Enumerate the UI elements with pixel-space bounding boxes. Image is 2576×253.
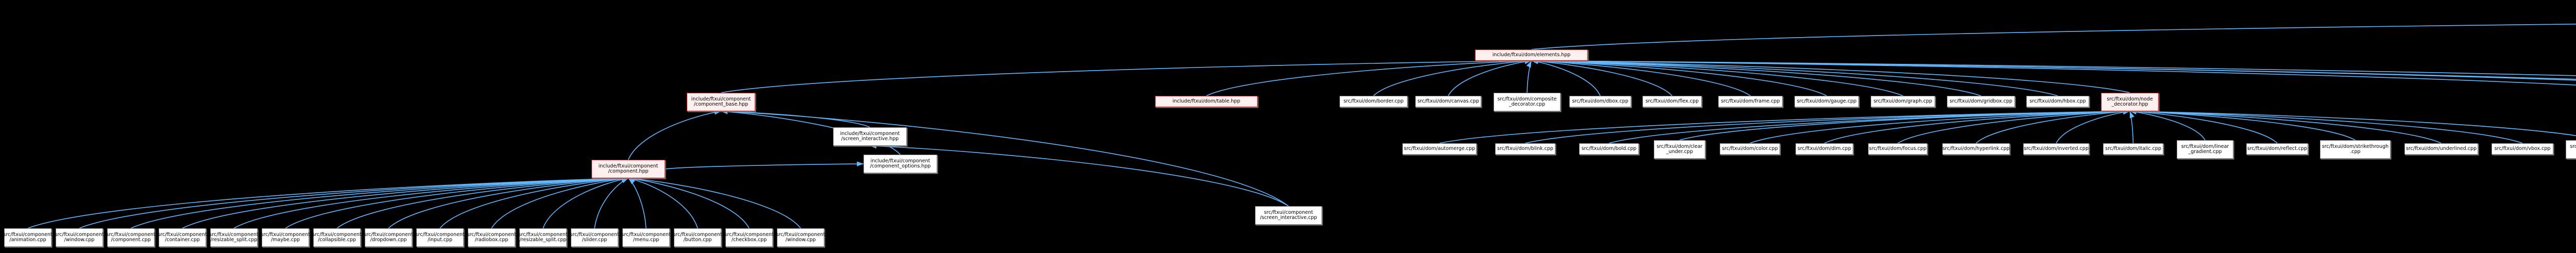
- graph-node-table-hpp[interactable]: include/ftxui/dom/table.hpp: [1155, 96, 1258, 107]
- graph-node-button-cpp[interactable]: src/ftxui/component /button.cpp: [673, 228, 722, 247]
- graph-node-window2-cpp[interactable]: src/ftxui/component /window.cpp: [776, 228, 825, 247]
- graph-edge: [1975, 109, 2130, 144]
- graph-edge: [79, 176, 629, 229]
- graph-node-dropdown-cpp[interactable]: src/ftxui/component /dropdown.cpp: [364, 228, 413, 247]
- graph-node-animation-cpp[interactable]: src/ftxui/component /animation.cpp: [3, 228, 53, 247]
- graph-node-blink-cpp[interactable]: src/ftxui/dom/blink.cpp: [1495, 143, 1555, 155]
- graph-edge: [388, 176, 629, 229]
- graph-node-screen-interactive-hpp[interactable]: include/ftxui/component /screen_interact…: [833, 127, 907, 146]
- graph-edge: [1531, 59, 1601, 96]
- graph-edge: [1679, 109, 2130, 141]
- graph-node-strikethrough-cpp[interactable]: src/ftxui/dom/strikethrough .cpp: [2320, 140, 2391, 159]
- graph-edge: [2129, 109, 2576, 137]
- graph-edge: [721, 58, 1532, 93]
- graph-edge: [870, 143, 1289, 207]
- graph-node-inverted-cpp[interactable]: src/ftxui/dom/inverted.cpp: [2023, 143, 2089, 155]
- graph-node-composite-decorator-cpp[interactable]: src/ftxui/dom/composite _decorator.cpp: [1494, 93, 1561, 111]
- graph-edge: [1531, 59, 1673, 96]
- graph-node-gauge-cpp[interactable]: src/ftxui/dom/gauge.cpp: [1794, 96, 1859, 107]
- graph-node-linear-gradient-cpp[interactable]: src/ftxui/dom/linear _gradient.cpp: [2177, 140, 2233, 159]
- graph-node-slider-cpp[interactable]: src/ftxui/component /slider.cpp: [570, 228, 619, 247]
- graph-node-focus-cpp[interactable]: src/ftxui/dom/focus.cpp: [1868, 143, 1927, 155]
- graph-node-radiobox-cpp[interactable]: src/ftxui/component /radiobox.cpp: [467, 228, 516, 247]
- graph-edge: [1531, 23, 2576, 50]
- graph-node-automerge-cpp[interactable]: src/ftxui/dom/automerge.cpp: [1402, 143, 1477, 155]
- graph-node-resizable-split-cpp[interactable]: src/ftxui/component /resizable_split.cpp: [209, 228, 259, 247]
- graph-node-collapsible-cpp[interactable]: src/ftxui/component /collapsible.cpp: [312, 228, 362, 247]
- graph-edge: [1373, 59, 1532, 96]
- graph-edge: [1531, 58, 1903, 96]
- graph-edge: [285, 176, 629, 229]
- graph-node-frame-cpp[interactable]: src/ftxui/dom/frame.cpp: [1718, 96, 1783, 107]
- graph-node-node-decorator-hpp[interactable]: src/ftxui/dom/node _decorator.hpp: [2101, 93, 2159, 111]
- graph-edge: [628, 110, 721, 160]
- graph-node-dim-cpp[interactable]: src/ftxui/dom/dim.cpp: [1795, 143, 1853, 155]
- graph-node-component-options-hpp[interactable]: include/ftxui/component /component_optio…: [863, 155, 937, 173]
- graph-edge: [1448, 59, 1532, 96]
- graph-edge: [2129, 109, 2442, 144]
- graph-node-flex-cpp[interactable]: src/ftxui/dom/flex.cpp: [1642, 96, 1702, 107]
- graph-edge: [1531, 58, 1827, 96]
- graph-edge: [2129, 109, 2206, 141]
- graph-node-input-cpp[interactable]: src/ftxui/component /input.cpp: [415, 228, 465, 247]
- graph-node-underlined-cpp[interactable]: src/ftxui/dom/underlined.cpp: [2404, 143, 2478, 155]
- graph-edge: [2129, 109, 2278, 144]
- graph-edge: [233, 176, 629, 229]
- graph-node-clear-under-cpp[interactable]: src/ftxui/dom/clear _under.cpp: [1654, 140, 1705, 159]
- graph-edge: [721, 109, 1289, 207]
- graph-node-component-cpp[interactable]: src/ftxui/component /component.cpp: [106, 228, 156, 247]
- graph-edge: [1206, 58, 1532, 96]
- graph-edge: [439, 176, 629, 229]
- graph-node-maybe-cpp[interactable]: src/ftxui/component /maybe.cpp: [261, 228, 310, 247]
- graph-edge: [1531, 58, 2130, 93]
- graph-node-window-cpp[interactable]: src/ftxui/component /window.cpp: [55, 228, 104, 247]
- graph-edge: [1531, 58, 2058, 96]
- graph-edge: [628, 176, 750, 229]
- graph-node-vbox-cpp[interactable]: src/ftxui/dom/vbox.cpp: [2492, 143, 2553, 155]
- graph-edge: [2056, 109, 2130, 144]
- graph-node-hyperlink-cpp[interactable]: src/ftxui/dom/hyperlink.cpp: [1942, 143, 2010, 155]
- graph-edge: [491, 176, 629, 229]
- graph-edge: [1531, 58, 1751, 96]
- graph-edge: [1531, 58, 2576, 76]
- graph-node-resizable-split2-cpp[interactable]: src/ftxui/component /resizable_split.cpp: [518, 228, 568, 247]
- graph-node-border-cpp[interactable]: src/ftxui/dom/border.cpp: [1340, 96, 1408, 107]
- graph-node-color-cpp[interactable]: src/ftxui/dom/color.cpp: [1720, 143, 1780, 155]
- graph-node-screen-interactive-cpp[interactable]: src/ftxui/component /screen_interactive.…: [1255, 206, 1322, 225]
- graph-edge: [628, 177, 698, 229]
- graph-node-menu-cpp[interactable]: src/ftxui/component /menu.cpp: [621, 228, 671, 247]
- graph-node-reflect-cpp[interactable]: src/ftxui/dom/reflect.cpp: [2246, 143, 2308, 155]
- graph-node-italic-cpp[interactable]: src/ftxui/dom/italic.cpp: [2103, 143, 2163, 155]
- graph-edge: [1824, 109, 2130, 144]
- graph-node-elements-hpp[interactable]: include/ftxui/dom/elements.hpp: [1475, 49, 1588, 61]
- graph-edge: [182, 176, 629, 229]
- graph-node-graph-cpp[interactable]: src/ftxui/dom/graph.cpp: [1871, 96, 1935, 107]
- graph-edge: [628, 178, 647, 229]
- graph-edge: [2129, 109, 2523, 144]
- graph-node-selection-style-cpp[interactable]: src/ftxui/dom/selection _style.cpp: [2566, 140, 2576, 159]
- graph-node-gridbox-cpp[interactable]: src/ftxui/dom/gridbox.cpp: [1947, 96, 2015, 107]
- graph-edge: [665, 161, 864, 170]
- graph-node-canvas-cpp[interactable]: src/ftxui/dom/canvas.cpp: [1415, 96, 1481, 107]
- graph-edge: [2129, 111, 2134, 144]
- graph-node-component-hpp[interactable]: include/ftxui/component /component.hpp: [591, 160, 665, 178]
- graph-node-checkbox-cpp[interactable]: src/ftxui/component /checkbox.cpp: [724, 228, 774, 247]
- graph-node-hbox-cpp[interactable]: src/ftxui/dom/hbox.cpp: [2026, 96, 2089, 107]
- graph-node-component-base-hpp[interactable]: include/ftxui/component /component_base.…: [687, 93, 755, 111]
- graph-node-container-cpp[interactable]: src/ftxui/component /container.cpp: [158, 228, 207, 247]
- graph-edge: [594, 178, 629, 229]
- graph-node-dbox-cpp[interactable]: src/ftxui/dom/dbox.cpp: [1569, 96, 1631, 107]
- graph-edge: [543, 177, 629, 229]
- graph-edge: [1526, 60, 1532, 93]
- graph-edge: [628, 176, 801, 229]
- graph-edge: [1897, 109, 2130, 144]
- graph-node-bold-cpp[interactable]: src/ftxui/dom/bold.cpp: [1579, 143, 1639, 155]
- graph-edge: [336, 176, 629, 229]
